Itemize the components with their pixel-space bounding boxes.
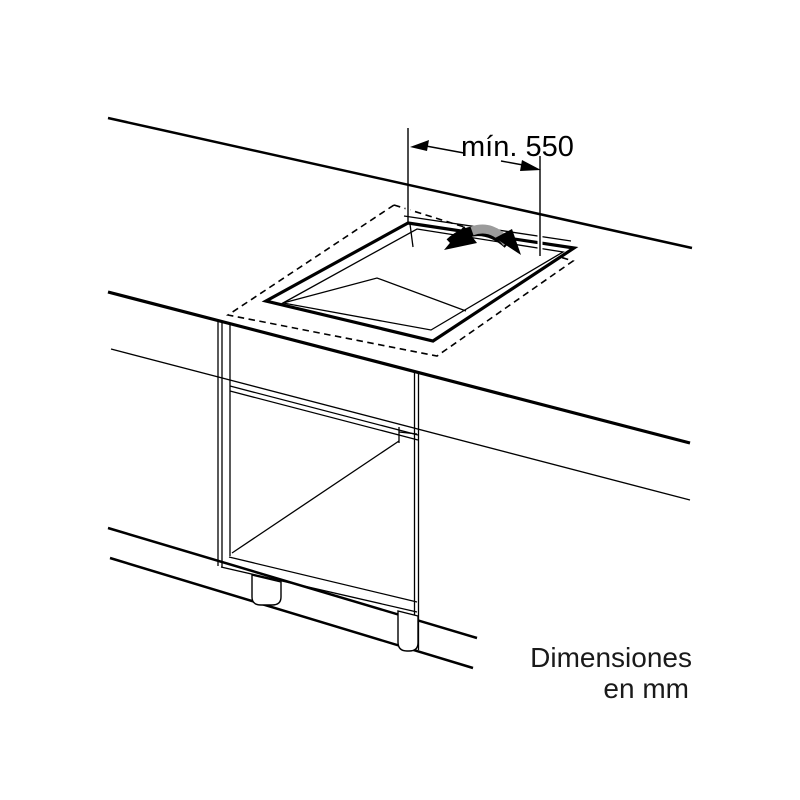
cutout-outer-rim: [261, 221, 579, 343]
units-note-line1: Dimensiones: [530, 642, 692, 673]
insert-direction-arrow-icon: [444, 224, 521, 255]
dimension-annotation: mín. 550: [405, 128, 574, 256]
cabinet-feet: [251, 574, 419, 652]
countertop-back-edge-line: [107, 116, 693, 250]
floor-lines: [107, 526, 478, 670]
cutout-bottom-edges: [282, 277, 467, 312]
cabinet-foot-right: [397, 610, 419, 652]
units-note: Dimensiones en mm: [530, 642, 692, 704]
cabinet-interior-lines: [231, 427, 418, 554]
countertop-front-edge: [107, 290, 691, 501]
base-cabinet: [217, 322, 420, 650]
dimension-arrow-right: [500, 160, 541, 171]
dimension-label: mín. 550: [461, 131, 574, 163]
worktop-cutout: [261, 215, 579, 343]
cabinet-foot-left: [251, 574, 282, 606]
units-note-line2: en mm: [603, 673, 689, 704]
dimension-arrow-left: [410, 140, 465, 154]
